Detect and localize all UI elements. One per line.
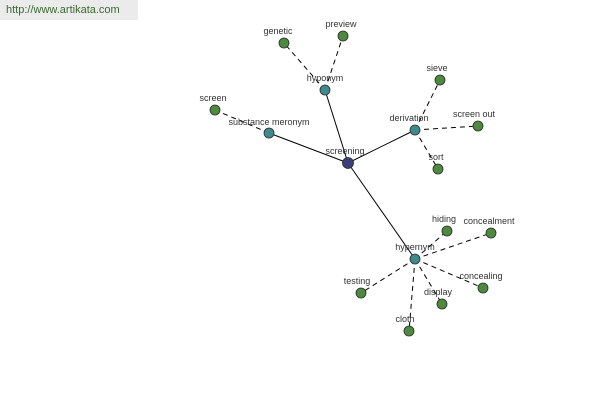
edge-hyponym-preview bbox=[324, 35, 344, 91]
edge-screening-substance-meronym bbox=[268, 132, 349, 164]
node-derivation[interactable]: derivation bbox=[389, 113, 429, 136]
node-hiding[interactable]: hiding bbox=[432, 214, 456, 237]
edge-hypernym-concealing bbox=[414, 258, 484, 289]
node-label-preview[interactable]: preview bbox=[325, 19, 357, 29]
node-label-genetic[interactable]: genetic bbox=[263, 26, 293, 36]
relation-node-circle[interactable] bbox=[319, 84, 331, 96]
node-label-sort[interactable]: sort bbox=[428, 152, 444, 162]
leaf-node-circle[interactable] bbox=[485, 227, 497, 239]
node-concealing[interactable]: concealing bbox=[459, 271, 503, 294]
node-label-screen[interactable]: screen bbox=[199, 93, 226, 103]
node-screening[interactable]: screening bbox=[325, 146, 365, 169]
edge-hypernym-display bbox=[414, 258, 443, 305]
node-label-testing[interactable]: testing bbox=[344, 276, 371, 286]
edge-hyponym-genetic bbox=[283, 42, 326, 91]
edge-derivation-screen-out bbox=[414, 125, 479, 131]
edge-hypernym-testing bbox=[360, 258, 416, 294]
edge-hypernym-hiding bbox=[414, 230, 448, 260]
edge-derivation-sieve bbox=[414, 79, 441, 131]
edge-substance-meronym-screen bbox=[214, 109, 270, 134]
relation-node-circle[interactable] bbox=[409, 124, 421, 136]
node-screen[interactable]: screen bbox=[199, 93, 227, 116]
node-label-substance-meronym[interactable]: substance meronym bbox=[228, 117, 309, 127]
edge-screening-hypernym bbox=[347, 162, 416, 260]
node-label-hiding[interactable]: hiding bbox=[432, 214, 456, 224]
node-sieve[interactable]: sieve bbox=[426, 63, 448, 86]
edge-screening-derivation bbox=[347, 129, 416, 164]
leaf-node-circle[interactable] bbox=[472, 120, 484, 132]
edge-derivation-sort bbox=[414, 129, 439, 170]
leaf-node-circle[interactable] bbox=[434, 74, 446, 86]
leaf-node-circle[interactable] bbox=[355, 287, 367, 299]
node-label-sieve[interactable]: sieve bbox=[426, 63, 447, 73]
node-label-screening[interactable]: screening bbox=[325, 146, 364, 156]
node-sort[interactable]: sort bbox=[428, 152, 444, 175]
edge-screening-hyponym bbox=[324, 89, 349, 164]
node-testing[interactable]: testing bbox=[344, 276, 371, 299]
node-cloth[interactable]: cloth bbox=[395, 314, 415, 337]
node-label-screen-out[interactable]: screen out bbox=[453, 109, 496, 119]
leaf-node-circle[interactable] bbox=[432, 163, 444, 175]
node-substance-meronym[interactable]: substance meronym bbox=[228, 117, 310, 139]
edge-hypernym-cloth bbox=[408, 258, 416, 332]
leaf-node-circle[interactable] bbox=[209, 104, 221, 116]
node-label-concealment[interactable]: concealment bbox=[463, 216, 515, 226]
center-node-circle[interactable] bbox=[342, 157, 354, 169]
site-url[interactable]: http://www.artikata.com bbox=[0, 0, 138, 20]
node-label-cloth[interactable]: cloth bbox=[395, 314, 414, 324]
relation-node-circle[interactable] bbox=[263, 127, 275, 139]
leaf-node-circle[interactable] bbox=[441, 225, 453, 237]
node-preview[interactable]: preview bbox=[325, 19, 357, 42]
node-concealment[interactable]: concealment bbox=[463, 216, 515, 239]
edge-hypernym-concealment bbox=[414, 232, 492, 260]
leaf-node-circle[interactable] bbox=[477, 282, 489, 294]
node-screen-out[interactable]: screen out bbox=[453, 109, 496, 132]
node-genetic[interactable]: genetic bbox=[263, 26, 293, 49]
node-display[interactable]: display bbox=[424, 287, 453, 310]
leaf-node-circle[interactable] bbox=[337, 30, 349, 42]
node-hypernym[interactable]: hypernym bbox=[395, 242, 435, 265]
node-label-derivation[interactable]: derivation bbox=[389, 113, 428, 123]
node-label-display[interactable]: display bbox=[424, 287, 453, 297]
node-label-hypernym[interactable]: hypernym bbox=[395, 242, 435, 252]
leaf-node-circle[interactable] bbox=[403, 325, 415, 337]
relation-node-circle[interactable] bbox=[409, 253, 421, 265]
leaf-node-circle[interactable] bbox=[278, 37, 290, 49]
leaf-node-circle[interactable] bbox=[436, 298, 448, 310]
node-label-concealing[interactable]: concealing bbox=[459, 271, 502, 281]
node-label-hyponym[interactable]: hyponym bbox=[307, 73, 344, 83]
node-hyponym[interactable]: hyponym bbox=[307, 73, 344, 96]
